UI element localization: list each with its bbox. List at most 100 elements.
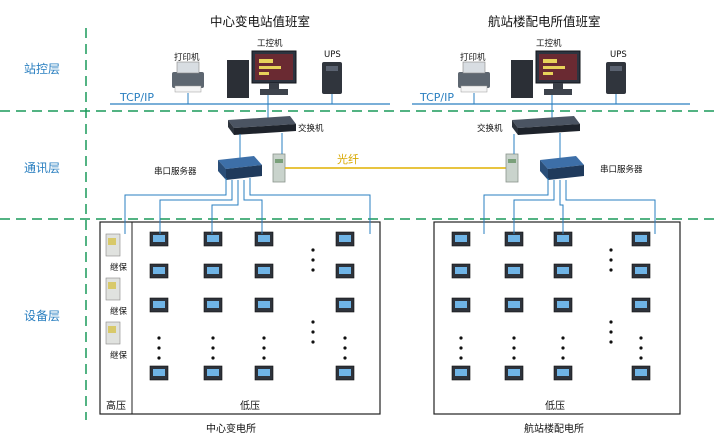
right-column-1-meter-2 (451, 263, 471, 279)
left-column-1-dot-3 (157, 356, 161, 360)
right-column-3-meter-1 (553, 231, 573, 247)
right-gap-upper-dot-2 (609, 258, 613, 262)
layer-label-station-control: 站控层 (24, 62, 60, 76)
right-gap-lower-dot-2 (609, 330, 613, 334)
right-column-3-dot-1 (561, 336, 565, 340)
right-ups-icon (606, 62, 626, 94)
left-column-4-meter-2 (335, 263, 355, 279)
right-column-1-meter-1 (451, 231, 471, 247)
right-column-2-meter-2 (504, 263, 524, 279)
right-gap-upper-dot-3 (609, 268, 613, 272)
right-column-3-meter-3 (553, 297, 573, 313)
left-column-3-meter-2 (254, 263, 274, 279)
right-substation-panel (433, 221, 681, 415)
layer-label-device: 设备层 (24, 309, 60, 323)
right-column-3-dot-2 (561, 346, 565, 350)
left-column-2-meter-4 (203, 365, 223, 381)
right-substation-label: 航站楼配电所 (524, 422, 584, 435)
right-room-title: 航站楼配电所值班室 (488, 14, 601, 29)
left-column-3-dot-1 (262, 336, 266, 340)
left-column-3-meter-4 (254, 365, 274, 381)
left-workstation-icon (227, 50, 297, 98)
right-column-4-meter-1 (631, 231, 651, 247)
left-gap-upper-dot-3 (311, 268, 315, 272)
left-gap-upper-dot-2 (311, 258, 315, 262)
right-wiring (483, 178, 656, 234)
right-column-2-dot-1 (512, 336, 516, 340)
right-serial-server-icon (540, 156, 584, 180)
right-column-4-dot-3 (639, 356, 643, 360)
right-column-2-meter-4 (504, 365, 524, 381)
right-column-4-meter-2 (631, 263, 651, 279)
right-column-2-dot-3 (512, 356, 516, 360)
left-column-2-meter-1 (203, 231, 223, 247)
left-room-title: 中心变电站值班室 (210, 14, 310, 29)
left-column-1-dot-2 (157, 346, 161, 350)
left-column-3-meter-1 (254, 231, 274, 247)
fiber-link-label: 光纤 (337, 152, 359, 166)
right-gap-lower-dot-1 (609, 320, 613, 324)
right-workstation-icon (511, 50, 581, 98)
right-column-3-dot-3 (561, 356, 565, 360)
left-column-2-dot-2 (211, 346, 215, 350)
right-column-4-dot-2 (639, 346, 643, 350)
layer-label-communication: 通讯层 (24, 161, 60, 175)
right-meter-array (451, 231, 651, 381)
left-column-3-dot-3 (262, 356, 266, 360)
left-ups-icon (322, 62, 342, 94)
right-column-2-meter-3 (504, 297, 524, 313)
right-ups-label: UPS (610, 50, 627, 60)
right-network-label: TCP/IP (419, 91, 454, 104)
left-meter-array (149, 231, 355, 381)
left-column-1-meter-4 (149, 365, 169, 381)
left-hv-relay-group (105, 233, 121, 345)
right-column-1-dot-3 (459, 356, 463, 360)
left-gap-lower-dot-2 (311, 330, 315, 334)
left-column-1-dot-1 (157, 336, 161, 340)
right-column-4-meter-4 (631, 365, 651, 381)
left-switch-label: 交换机 (298, 123, 324, 134)
left-low-voltage-label: 低压 (240, 399, 260, 412)
left-high-voltage-label: 高压 (106, 399, 126, 412)
left-hv-relay-label-2: 继保 (110, 306, 128, 317)
left-substation-label: 中心变电所 (206, 422, 256, 435)
right-column-4-dot-1 (639, 336, 643, 340)
left-column-2-dot-1 (211, 336, 215, 340)
left-hv-relay-label-1: 继保 (110, 262, 128, 273)
left-fiber-converter-icon (272, 153, 286, 183)
left-wiring (124, 178, 371, 234)
right-gap-lower-dot-3 (609, 340, 613, 344)
left-switch-icon (228, 116, 296, 135)
left-column-1-meter-2 (149, 263, 169, 279)
right-column-1-meter-3 (451, 297, 471, 313)
right-column-1-dot-2 (459, 346, 463, 350)
right-workstation-label: 工控机 (536, 38, 562, 49)
left-ups-label: UPS (324, 50, 341, 60)
right-column-3-meter-4 (553, 365, 573, 381)
left-printer-label: 打印机 (174, 52, 200, 63)
right-printer-icon (458, 61, 490, 93)
left-workstation-label: 工控机 (257, 38, 283, 49)
right-switch-icon (512, 116, 580, 135)
left-network-label: TCP/IP (119, 91, 154, 104)
right-serial-server-label: 串口服务器 (600, 164, 643, 175)
right-column-1-dot-1 (459, 336, 463, 340)
left-column-4-meter-4 (335, 365, 355, 381)
left-column-2-dot-3 (211, 356, 215, 360)
right-column-2-dot-2 (512, 346, 516, 350)
left-substation-panel (99, 221, 381, 415)
left-column-1-meter-3 (149, 297, 169, 313)
right-gap-upper-dot-1 (609, 248, 613, 252)
left-hv-relay-label-3: 继保 (110, 350, 128, 361)
left-column-4-meter-3 (335, 297, 355, 313)
right-printer-label: 打印机 (460, 52, 486, 63)
left-column-4-meter-1 (335, 231, 355, 247)
left-column-4-dot-1 (343, 336, 347, 340)
right-low-voltage-label: 低压 (545, 399, 565, 412)
left-gap-upper-dot-1 (311, 248, 315, 252)
left-gap-lower-dot-1 (311, 320, 315, 324)
left-column-3-meter-3 (254, 297, 274, 313)
left-gap-lower-dot-3 (311, 340, 315, 344)
right-column-1-meter-4 (451, 365, 471, 381)
